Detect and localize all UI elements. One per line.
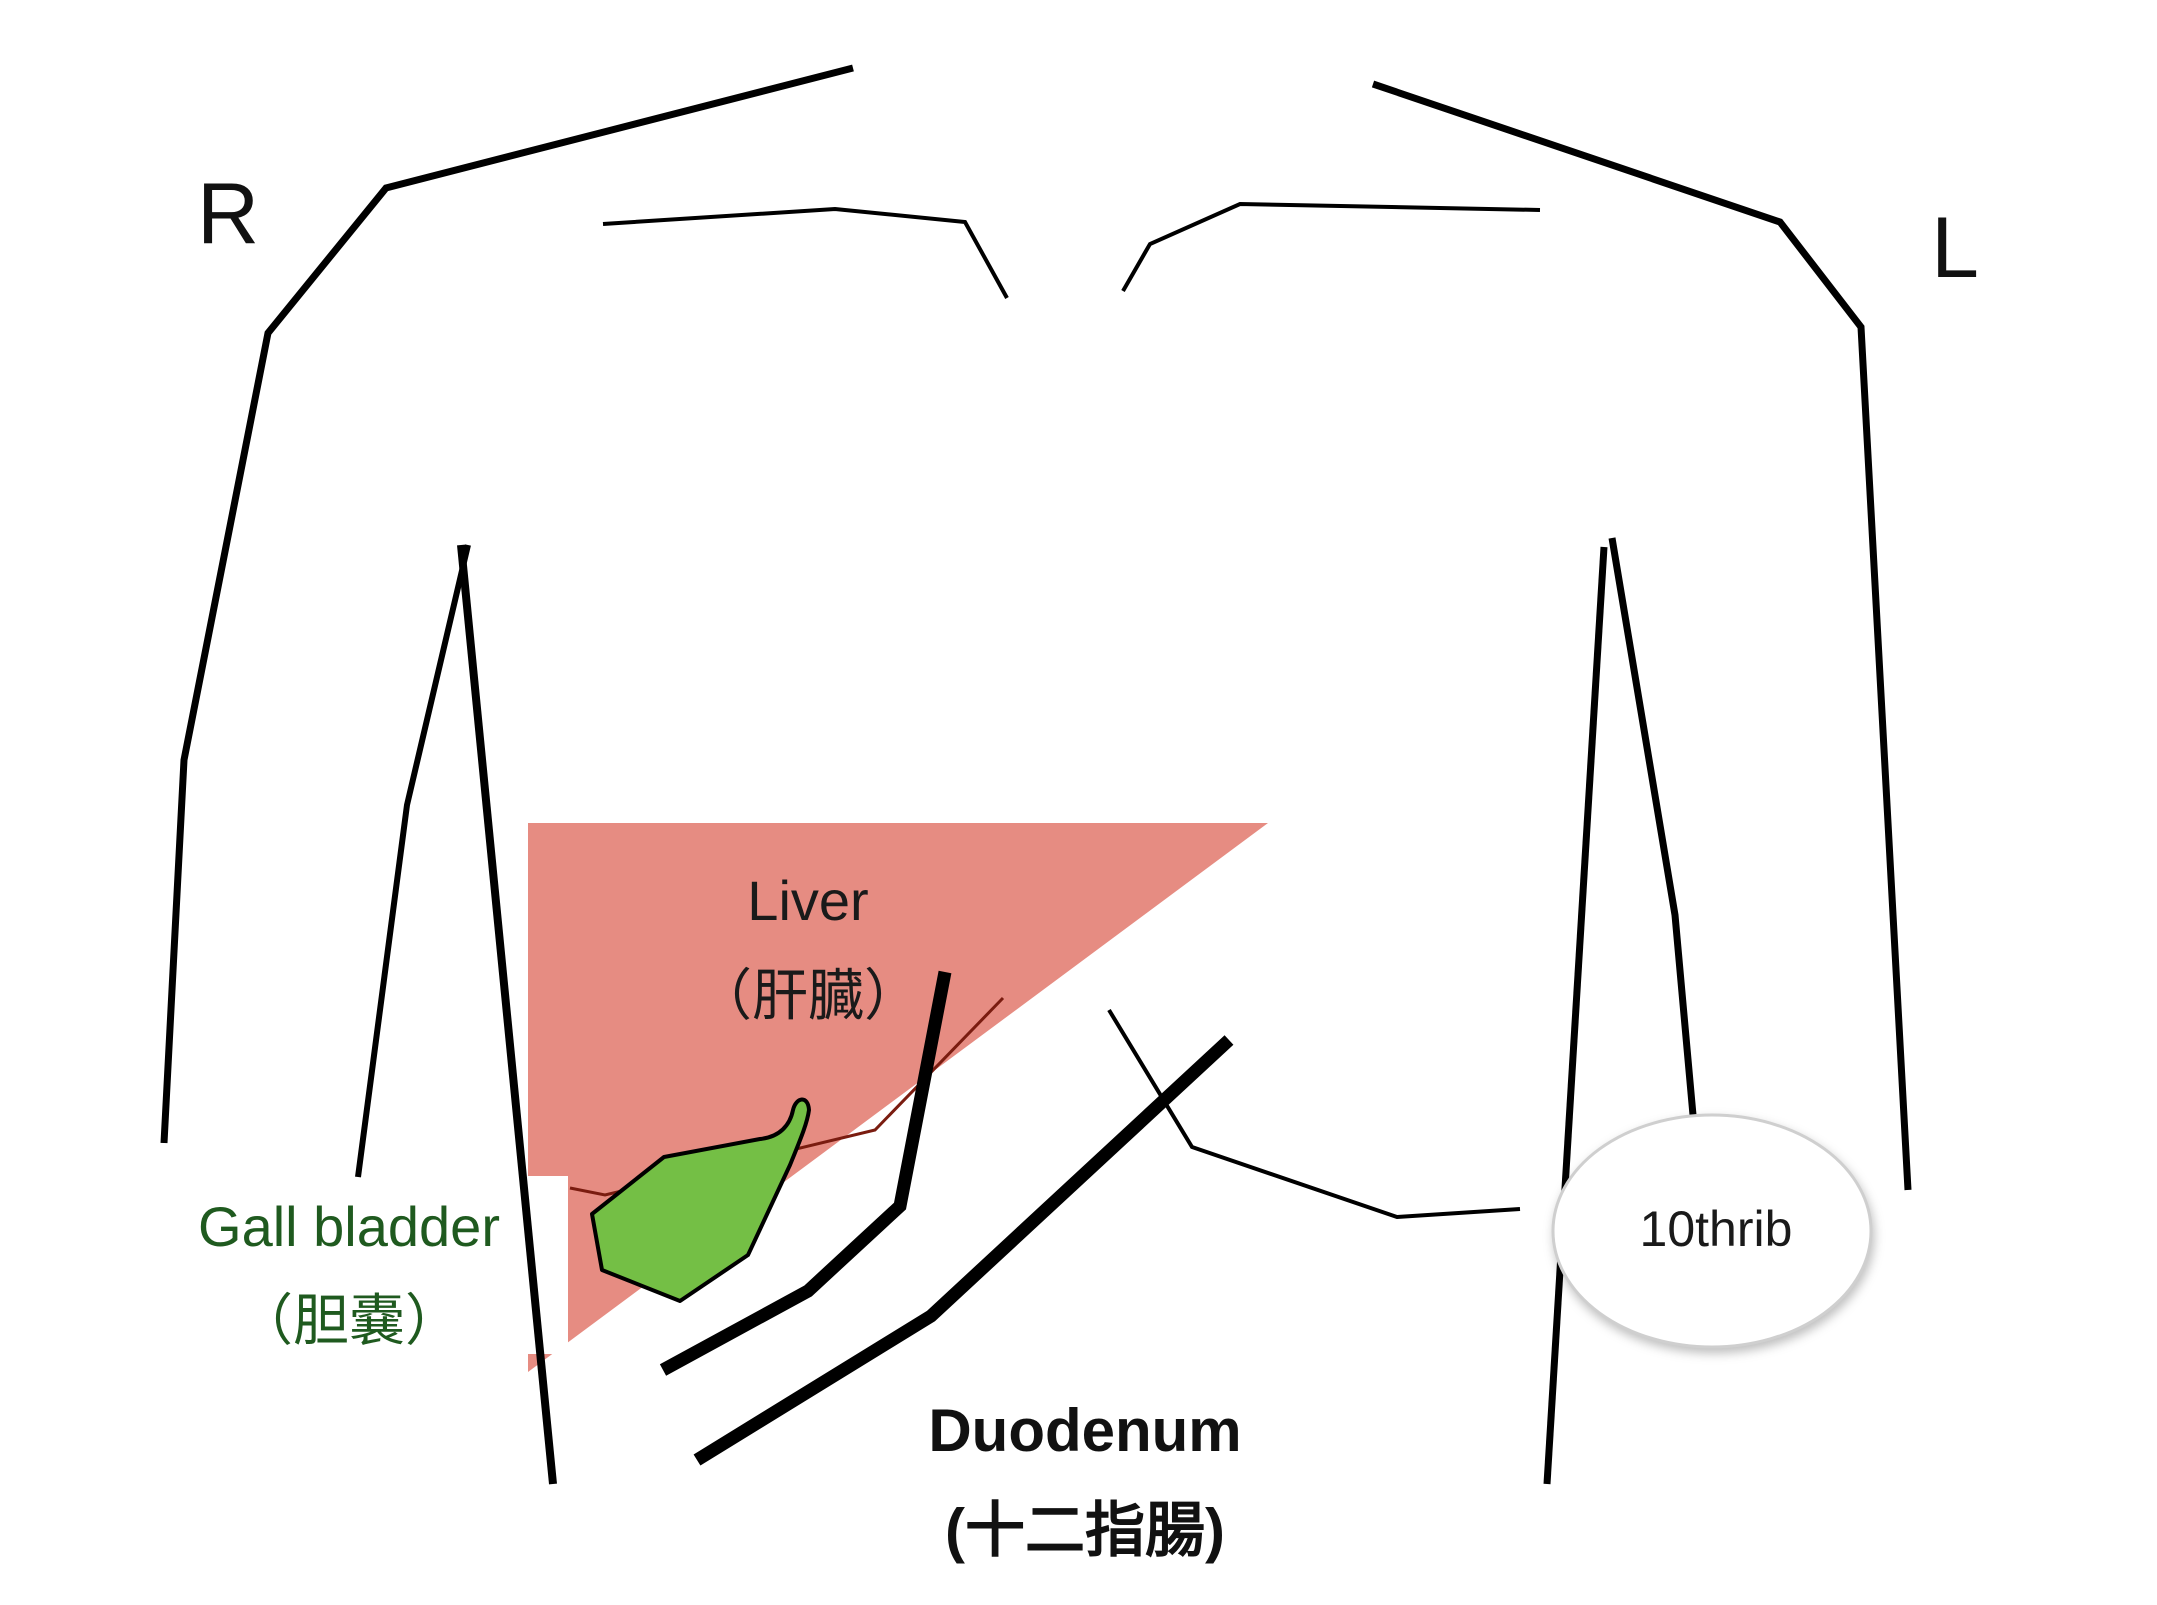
right-side-label: R — [197, 166, 259, 262]
liver-label: Liver — [747, 869, 868, 932]
right-inner-line-a — [355, 544, 471, 1178]
stomach-line — [659, 970, 952, 1376]
right-torso-outline — [160, 64, 854, 1144]
gall-bladder-label-jp: （胆嚢） — [237, 1289, 461, 1352]
duodenum-label-jp: (十二指腸) — [945, 1497, 1225, 1564]
left-inner-line-a — [1543, 546, 1608, 1485]
left-torso-outline — [1371, 80, 1912, 1191]
left-inner-line-b — [1608, 537, 1697, 1116]
gall-bladder-label-box — [150, 1176, 568, 1354]
gall-bladder-shape — [590, 1097, 811, 1303]
duodenum-line — [693, 1035, 1234, 1466]
costal-margin-line — [1107, 1008, 1521, 1220]
liver-region — [528, 823, 1268, 1372]
liver-label-jp: （肝臓） — [696, 964, 920, 1027]
left-side-label: L — [1931, 200, 1979, 296]
duodenum-label: Duodenum — [928, 1397, 1241, 1464]
rib-ellipse — [1551, 1113, 1873, 1349]
right-inner-line-b — [457, 544, 557, 1485]
gall-bladder-label: Gall bladder — [198, 1195, 500, 1258]
rib-label: 10thrib — [1640, 1201, 1793, 1257]
left-clavicle — [1121, 201, 1541, 292]
right-clavicle — [602, 206, 1009, 299]
